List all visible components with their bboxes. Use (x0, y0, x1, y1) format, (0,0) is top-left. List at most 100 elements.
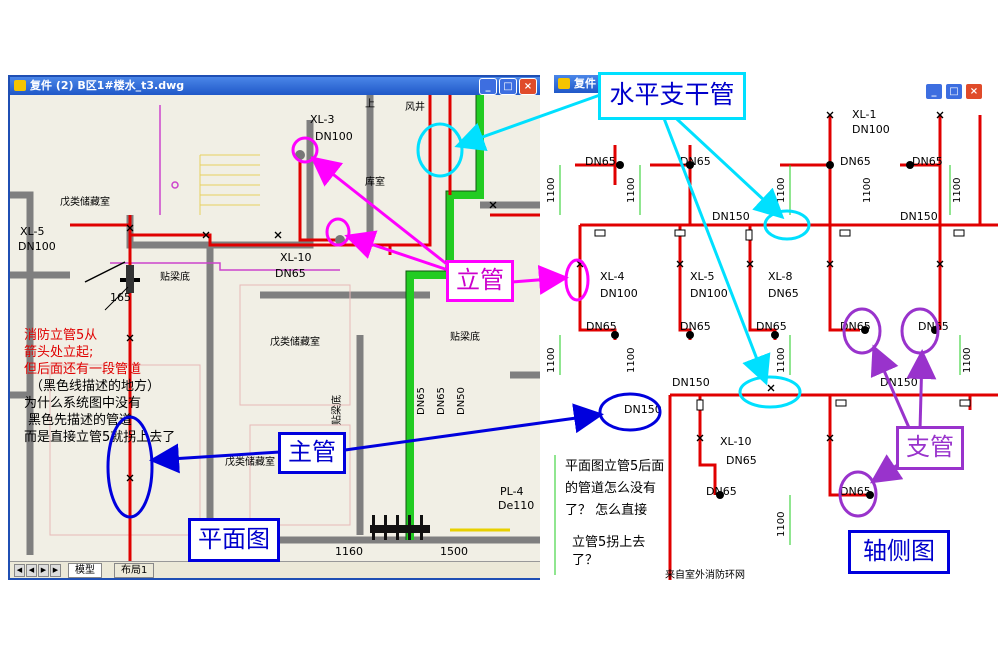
note-line: 但后面还有一段管道 (24, 362, 142, 377)
svg-text:DN65: DN65 (918, 320, 949, 333)
svg-text:XL-4: XL-4 (600, 270, 624, 283)
maximize-button[interactable]: □ (945, 83, 963, 100)
svg-text:1160: 1160 (335, 545, 363, 558)
note-line: 箭头处立起; (24, 345, 94, 360)
nav-prev-icon[interactable]: ◀ (26, 564, 37, 577)
note-line: 而是直接立管5就拐上去了 (24, 430, 176, 445)
svg-text:DN150: DN150 (880, 376, 918, 389)
svg-text:DN65: DN65 (585, 155, 616, 168)
svg-text:贴梁底: 贴梁底 (330, 395, 343, 425)
svg-text:DN65: DN65 (416, 387, 427, 415)
svg-text:DN150: DN150 (712, 210, 750, 223)
note-line: 了？ 怎么直接 (565, 503, 648, 518)
close-button[interactable]: × (519, 78, 537, 95)
svg-text:XL-5: XL-5 (690, 270, 714, 283)
layout-tabbar: ◀ ◀ ▶ ▶ 模型 布局1 (10, 561, 540, 578)
svg-text:DN65: DN65 (840, 155, 871, 168)
svg-text:1100: 1100 (862, 178, 873, 203)
tab-model[interactable]: 模型 (68, 563, 102, 578)
svg-text:1100: 1100 (776, 178, 787, 203)
fire-pipes (70, 95, 540, 562)
svg-text:上: 上 (365, 98, 375, 110)
minimize-button[interactable]: _ (479, 78, 497, 95)
svg-text:DN65: DN65 (726, 454, 757, 467)
svg-text:戊类储藏室: 戊类储藏室 (270, 335, 320, 348)
svg-text:XL-10: XL-10 (720, 435, 751, 448)
svg-text:1500: 1500 (440, 545, 468, 558)
minimize-button[interactable]: _ (925, 83, 943, 100)
svg-text:DN65: DN65 (840, 485, 871, 498)
cad-file-icon (14, 80, 26, 91)
svg-text:戊类储藏室: 戊类储藏室 (60, 195, 110, 208)
svg-text:DN150: DN150 (624, 403, 662, 416)
note-line: 黑色先描述的管道 (28, 413, 133, 428)
note-line: 立管5拐上去 (572, 535, 646, 550)
label-axonometric-view: 轴侧图 (848, 530, 950, 574)
close-button[interactable]: × (965, 83, 983, 100)
label-xl10: XL-10 (280, 251, 311, 264)
walls (10, 95, 540, 555)
svg-text:DN65: DN65 (840, 320, 871, 333)
svg-text:1100: 1100 (546, 178, 557, 203)
svg-text:XL-1: XL-1 (852, 108, 876, 121)
svg-text:DN100: DN100 (600, 287, 638, 300)
svg-text:DN65: DN65 (436, 387, 447, 415)
label-pl4-dn: De110 (498, 499, 534, 512)
svg-text:DN150: DN150 (672, 376, 710, 389)
svg-text:DN150: DN150 (900, 210, 938, 223)
axon-window-controls: _ □ × (925, 83, 983, 100)
svg-text:库室: 库室 (365, 175, 385, 188)
svg-text:1100: 1100 (776, 512, 787, 537)
callout-riser: 立管 (446, 260, 514, 302)
stair (199, 154, 260, 215)
label-pl4: PL-4 (500, 485, 524, 498)
maximize-button[interactable]: □ (499, 78, 517, 95)
note-line: 消防立管5从 (24, 328, 98, 343)
svg-text:1100: 1100 (546, 348, 557, 373)
svg-text:DN100: DN100 (852, 123, 890, 136)
svg-text:风井: 风井 (405, 100, 425, 113)
callout-main: 主管 (278, 432, 346, 474)
svg-text:戊类储藏室: 戊类储藏室 (225, 455, 275, 468)
label-plan-view: 平面图 (188, 518, 280, 562)
svg-text:1100: 1100 (776, 348, 787, 373)
svg-text:贴梁底: 贴梁底 (450, 330, 480, 343)
note-line: （黑色线描述的地方） (30, 379, 161, 394)
svg-text:165: 165 (110, 291, 131, 304)
svg-text:DN65: DN65 (756, 320, 787, 333)
cad-file-icon (558, 78, 570, 89)
note-line: 的管道怎么没有 (565, 481, 657, 496)
svg-text:DN65: DN65 (768, 287, 799, 300)
svg-text:DN65: DN65 (912, 155, 943, 168)
nav-last-icon[interactable]: ▶ (50, 564, 61, 577)
svg-text:1100: 1100 (952, 178, 963, 203)
svg-text:1100: 1100 (626, 178, 637, 203)
note-line: 了？ (572, 553, 599, 568)
callout-branch: 支管 (896, 426, 964, 470)
nav-first-icon[interactable]: ◀ (14, 564, 25, 577)
height-dimensions (554, 165, 961, 575)
svg-text:DN100: DN100 (690, 287, 728, 300)
svg-text:1100: 1100 (626, 348, 637, 373)
svg-text:XL-8: XL-8 (768, 270, 792, 283)
svg-text:DN50: DN50 (456, 387, 467, 415)
label-xl3: XL-3 (310, 113, 334, 126)
plan-window-title: 复件 (2) B区1#楼水_t3.dwg (30, 79, 185, 92)
svg-text:1100: 1100 (962, 348, 973, 373)
label-xl5-dn: DN100 (18, 240, 56, 253)
svg-text:贴梁底: 贴梁底 (160, 270, 190, 283)
note-line: 为什么系统图中没有 (24, 396, 142, 411)
plan-window-titlebar[interactable]: 复件 (2) B区1#楼水_t3.dwg _ □ × (10, 77, 540, 95)
note-line: 平面图立管5后面 (565, 459, 665, 474)
svg-text:DN65: DN65 (706, 485, 737, 498)
svg-text:DN65: DN65 (586, 320, 617, 333)
green-duct (406, 95, 484, 540)
svg-text:来自室外消防环网: 来自室外消防环网 (665, 568, 745, 580)
axon-window-title: 复件 (574, 77, 596, 90)
svg-text:DN65: DN65 (680, 320, 711, 333)
svg-text:DN65: DN65 (680, 155, 711, 168)
label-xl10-dn: DN65 (275, 267, 306, 280)
tab-layout1[interactable]: 布局1 (114, 563, 155, 578)
nav-next-icon[interactable]: ▶ (38, 564, 49, 577)
callout-horizontal-branch: 水平支干管 (598, 72, 746, 120)
